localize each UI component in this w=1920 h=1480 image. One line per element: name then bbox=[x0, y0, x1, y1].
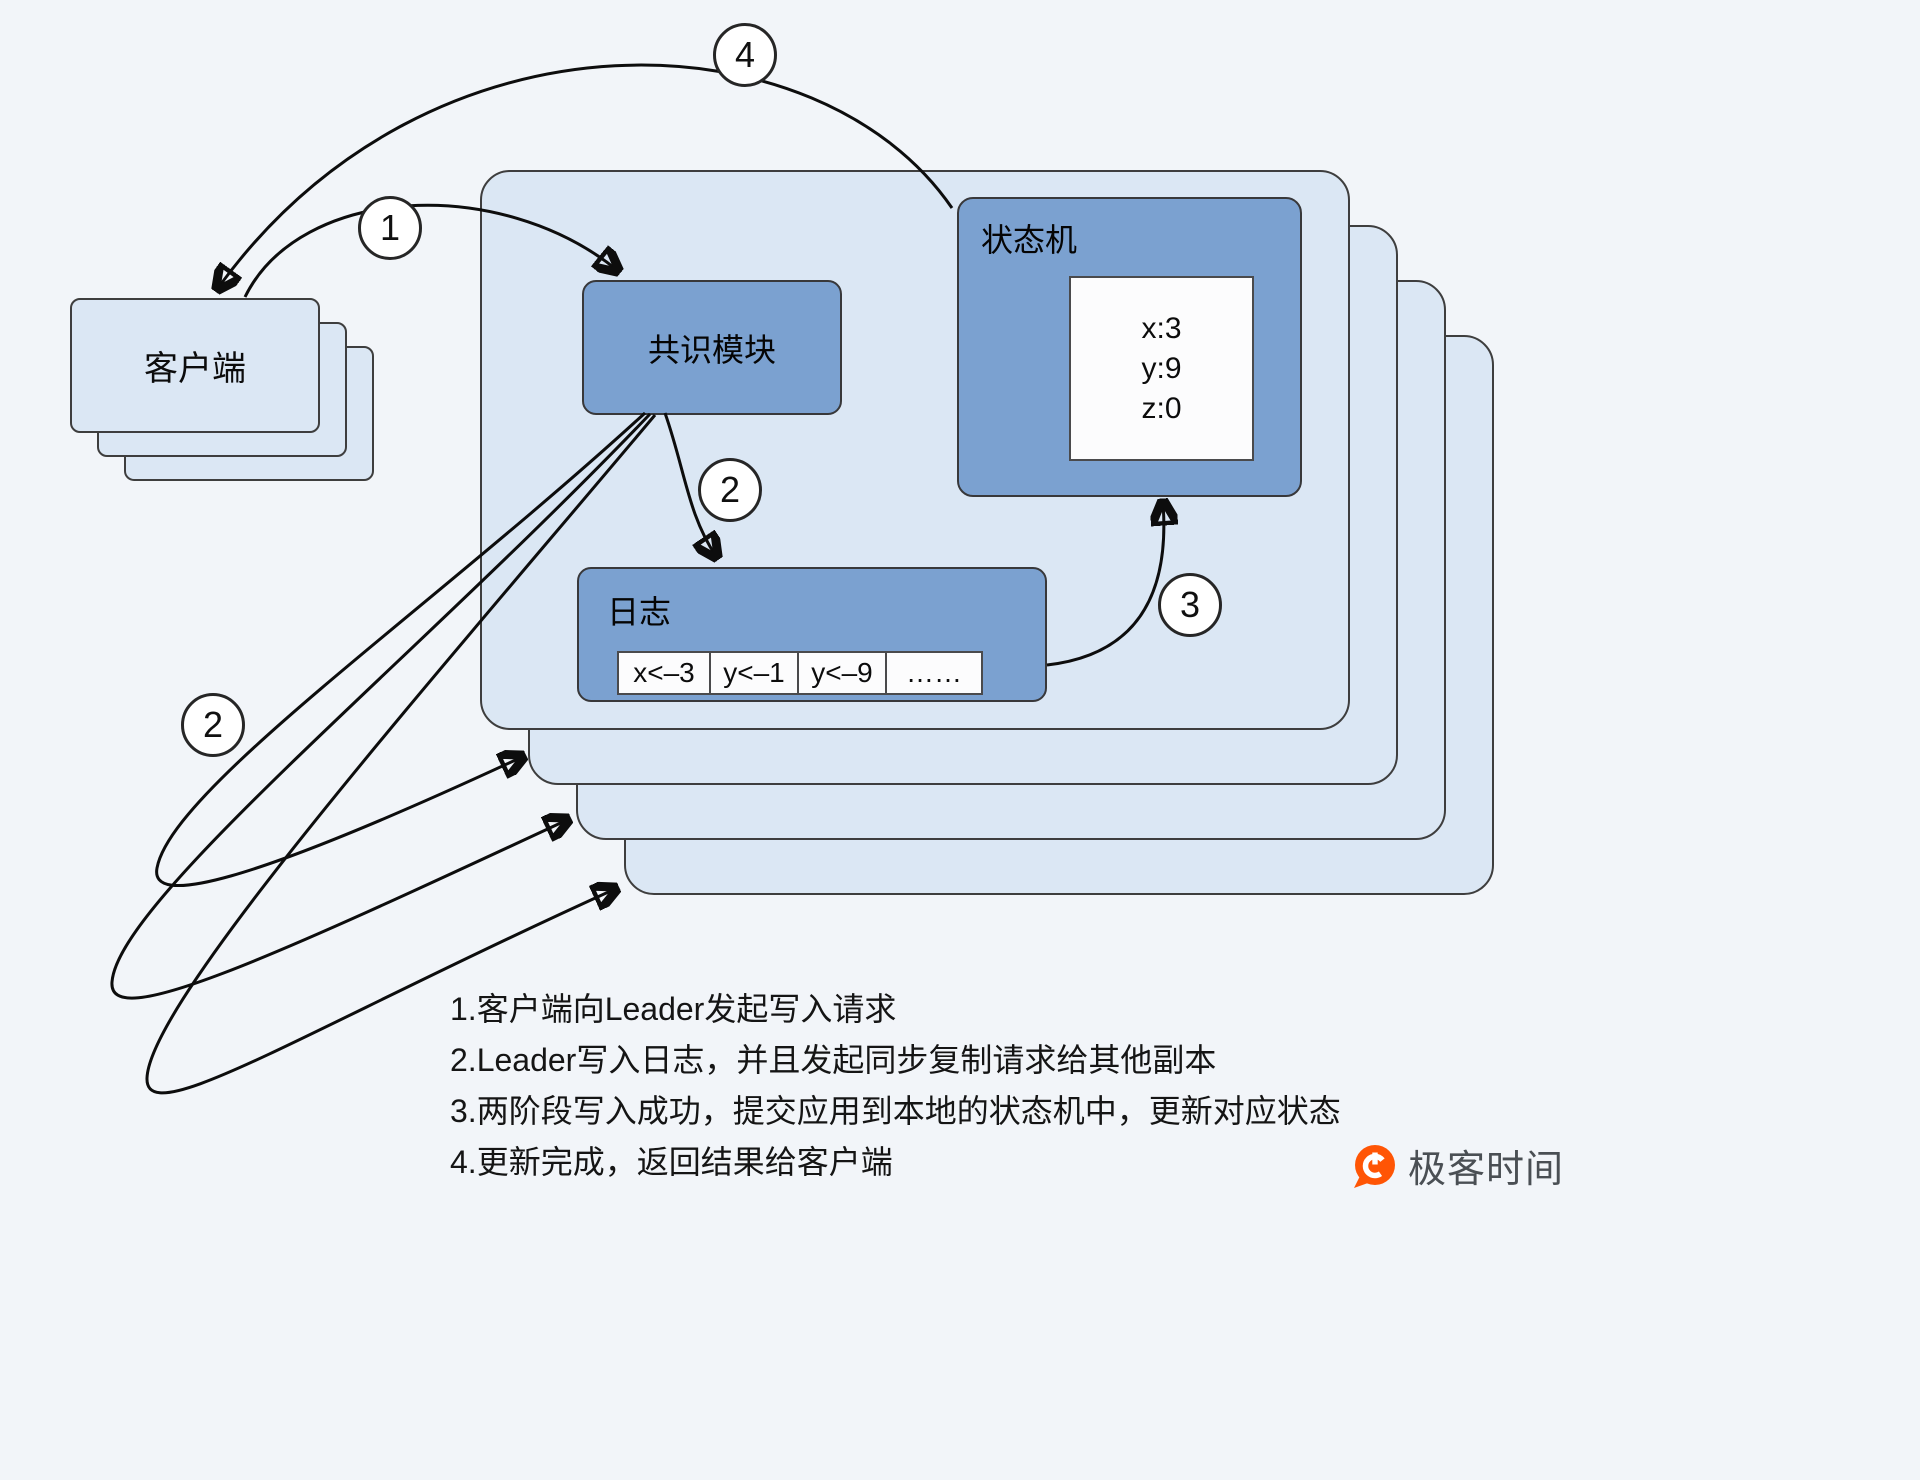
store-value-z: z:0 bbox=[1141, 391, 1182, 425]
legend-line-2: 2.Leader写入日志，并且发起同步复制请求给其他副本 bbox=[450, 1042, 1217, 1078]
log-module: 日志 x<–3 y<–1 y<–9 …… bbox=[577, 567, 1047, 702]
geektime-logo-text: 极客时间 bbox=[1408, 1149, 1565, 1191]
log-entry: …… bbox=[885, 651, 983, 695]
store-value-x: x:3 bbox=[1141, 311, 1182, 345]
legend-line-3: 3.两阶段写入成功，提交应用到本地的状态机中，更新对应状态 bbox=[450, 1093, 1341, 1129]
state-machine-store: x:3 y:9 z:0 bbox=[1069, 276, 1254, 461]
log-entry: x<–3 bbox=[617, 651, 711, 695]
consensus-module: 共识模块 bbox=[582, 280, 842, 415]
legend: 1.客户端向Leader发起写入请求 2.Leader写入日志，并且发起同步复制… bbox=[450, 992, 1341, 1196]
client-label: 客户端 bbox=[144, 350, 246, 388]
log-entry: y<–9 bbox=[797, 651, 887, 695]
step-4-badge: 4 bbox=[713, 23, 777, 87]
legend-line-4: 4.更新完成，返回结果给客户端 bbox=[450, 1144, 893, 1180]
leader-box: 共识模块 状态机 x:3 y:9 z:0 日志 x<–3 y<–1 y<–9 …… bbox=[480, 170, 1350, 730]
log-entry: y<–1 bbox=[709, 651, 799, 695]
legend-line-1: 1.客户端向Leader发起写入请求 bbox=[450, 991, 897, 1027]
step-1-badge: 1 bbox=[358, 196, 422, 260]
store-value-y: y:9 bbox=[1141, 351, 1182, 385]
step-2-badge-replication: 2 bbox=[181, 693, 245, 757]
step-3-number: 3 bbox=[1179, 584, 1201, 625]
geektime-logo: 极客时间 bbox=[1352, 1138, 1564, 1193]
client-box: 客户端 bbox=[70, 298, 320, 433]
step-2-number: 2 bbox=[719, 469, 741, 510]
step-2-badge-log: 2 bbox=[698, 458, 762, 522]
consensus-module-label: 共识模块 bbox=[647, 331, 776, 368]
step-2-number: 2 bbox=[202, 704, 224, 745]
step-4-number: 4 bbox=[734, 34, 756, 75]
state-machine: 状态机 x:3 y:9 z:0 bbox=[957, 197, 1302, 497]
step-1-number: 1 bbox=[379, 207, 401, 248]
step-3-badge: 3 bbox=[1158, 573, 1222, 637]
state-machine-label: 状态机 bbox=[981, 222, 1078, 258]
log-entries: x<–3 y<–1 y<–9 …… bbox=[617, 651, 983, 695]
geektime-logo-icon bbox=[1354, 1144, 1395, 1188]
log-label: 日志 bbox=[607, 594, 672, 630]
